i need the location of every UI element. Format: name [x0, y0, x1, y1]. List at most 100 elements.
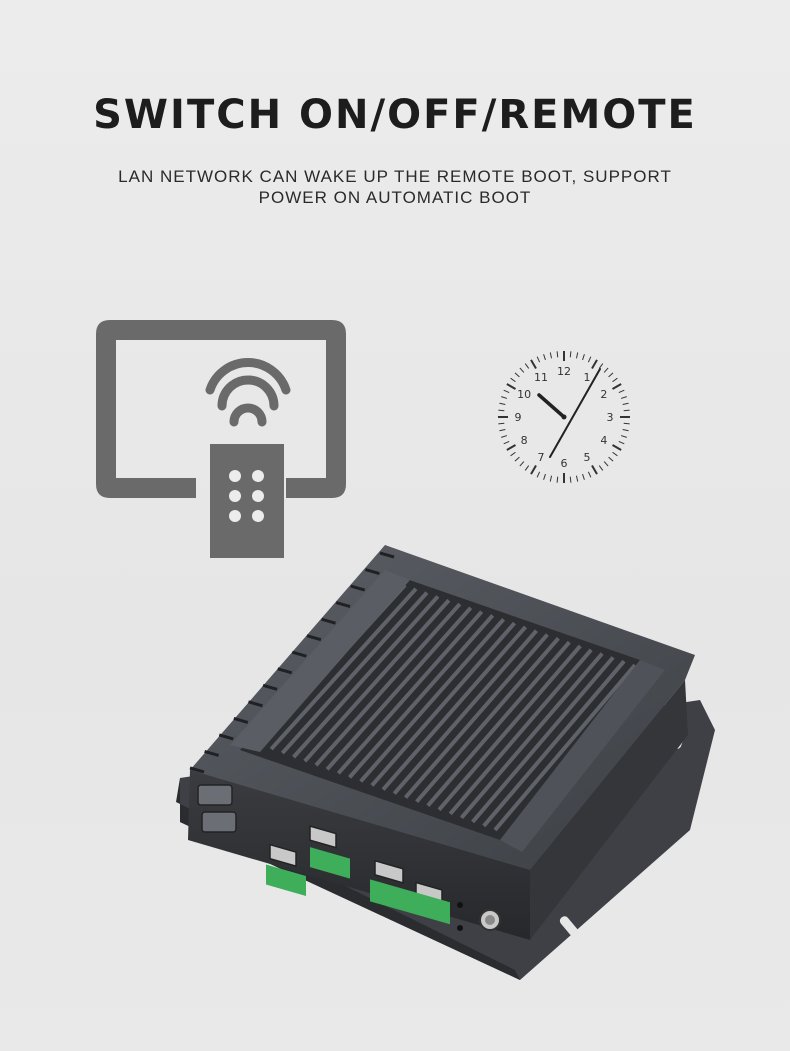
heatsink-fin: [437, 644, 582, 812]
clock-number: 4: [600, 434, 607, 447]
clock-number: 8: [521, 434, 528, 447]
heatsink-fin: [314, 602, 462, 767]
clock-tick: [501, 396, 508, 399]
clock-tick: [536, 356, 541, 363]
clock-tick: [603, 367, 609, 373]
clock-tick: [622, 402, 629, 406]
side-fin: [189, 766, 205, 774]
clock-tick: [623, 409, 630, 412]
clock-tick: [569, 476, 572, 483]
heatsink-fin: [415, 637, 560, 803]
clock-tick: [618, 389, 625, 394]
clock-tick: [618, 440, 625, 445]
heatsink-fin: [348, 614, 495, 779]
page-subtitle: LAN NETWORK CAN WAKE UP THE REMOTE BOOT,…: [0, 166, 790, 208]
clock-tick: [530, 464, 537, 475]
clock-tick: [499, 428, 506, 432]
clock-number: 3: [607, 411, 614, 424]
clock-tick: [622, 428, 629, 432]
heatsink-fin: [392, 629, 538, 795]
clock-tick: [556, 351, 559, 358]
side-fin: [248, 700, 263, 708]
clock-number: 6: [561, 457, 568, 470]
heatsink-fin: [459, 652, 604, 820]
heatsink-fin: [269, 587, 418, 751]
heatsink-fin: [381, 625, 527, 791]
heatsink-fin: [448, 648, 593, 816]
clock-tick: [536, 471, 541, 478]
clock-hour-hand: [537, 393, 566, 419]
clock-tick: [598, 363, 604, 369]
clock-tick: [556, 476, 559, 483]
clock-tick: [587, 471, 592, 478]
clock-tick: [530, 359, 537, 370]
clock-number: 2: [600, 388, 607, 401]
clock-tick: [503, 389, 510, 394]
clock-tick: [506, 444, 517, 451]
clock-tick: [608, 372, 614, 378]
heatsink-fin: [493, 663, 637, 832]
clock-minute-hand: [549, 368, 601, 458]
side-fin: [350, 584, 366, 592]
side-fin: [321, 617, 336, 625]
side-fin: [204, 750, 220, 757]
heatsink-fin: [370, 621, 517, 787]
clock-tick: [582, 473, 585, 480]
clock-tick: [498, 409, 505, 412]
heatsink-fin: [336, 610, 484, 775]
clock-tick: [519, 461, 525, 467]
clock-tick: [608, 456, 614, 462]
subtitle-line-2: POWER ON AUTOMATIC BOOT: [258, 188, 532, 207]
clock-number: 1: [584, 371, 591, 384]
clock-tick: [524, 363, 530, 369]
heatsink-fin: [359, 617, 506, 783]
clock-tick: [587, 356, 592, 363]
heatsink-fin: [292, 595, 440, 759]
heatsink-fin: [303, 598, 451, 763]
heatsink-fin: [280, 591, 429, 755]
clock-tick: [603, 461, 609, 467]
clock-tick: [514, 372, 520, 378]
clock-tick: [498, 422, 505, 425]
clock-tick: [620, 396, 627, 399]
side-fin: [218, 733, 234, 741]
heatsink-fin: [426, 640, 571, 808]
clock-tick: [591, 464, 598, 475]
clock-tick: [591, 359, 598, 370]
heatsink-fin: [482, 659, 626, 828]
clock-tick: [611, 444, 622, 451]
side-fin: [379, 551, 395, 559]
heatsink-fin: [403, 633, 549, 799]
side-fin: [364, 568, 380, 575]
clock-tick: [612, 377, 618, 383]
monitor-remote-wifi-icon: [96, 320, 346, 558]
subtitle-line-1: LAN NETWORK CAN WAKE UP THE REMOTE BOOT,…: [118, 167, 672, 186]
clock-tick: [611, 383, 622, 390]
side-fin: [277, 667, 293, 675]
clock-tick: [575, 475, 579, 482]
clock-tick: [501, 435, 508, 438]
clock-tick: [575, 352, 579, 359]
side-fin: [262, 683, 278, 691]
clock-tick: [569, 351, 572, 358]
fanless-mini-pc-image: [176, 545, 715, 980]
side-fin: [233, 716, 249, 724]
clock-tick: [612, 451, 618, 457]
clock-number: 9: [515, 411, 522, 424]
side-fin: [306, 634, 322, 642]
clock-tick: [503, 440, 510, 445]
heatsink-fin: [471, 656, 615, 824]
clock-tick: [543, 473, 546, 480]
clock-tick: [620, 435, 627, 438]
side-fin: [291, 650, 307, 658]
clock-number: 11: [534, 371, 548, 384]
clock-tick: [514, 456, 520, 462]
clock-tick: [519, 367, 525, 373]
clock-number: 12: [557, 365, 571, 378]
side-fin: [335, 601, 351, 609]
clock-tick: [510, 451, 516, 457]
clock-tick: [510, 377, 516, 383]
clock-number: 10: [517, 388, 531, 401]
clock-tick: [549, 475, 553, 482]
